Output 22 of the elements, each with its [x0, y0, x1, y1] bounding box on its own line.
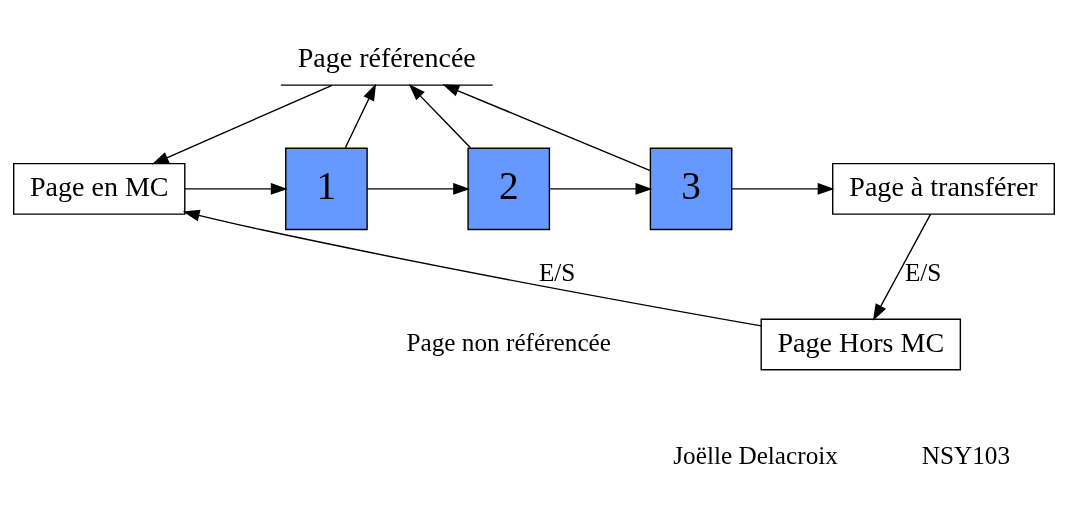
edge-label: E/S [538, 258, 576, 286]
label: Page non référencée [406, 328, 612, 356]
edge-label: E/S [904, 258, 942, 286]
node-text: Page référencée [297, 41, 476, 73]
arrow [408, 84, 472, 149]
arrow [182, 209, 762, 327]
arrow [184, 183, 288, 195]
arrow [344, 83, 377, 149]
arrow [549, 183, 653, 195]
arrow [151, 84, 333, 165]
node-box: Page Hors MC [760, 318, 962, 371]
arrow [442, 84, 651, 172]
label: Joëlle Delacroix [673, 442, 838, 470]
node-box: 3 [649, 147, 733, 231]
arrow [872, 213, 932, 321]
arrow [366, 183, 470, 195]
arrow [731, 183, 835, 195]
node-box: Page en MC [13, 162, 186, 215]
label: NSY103 [921, 442, 1011, 470]
node-box: 1 [285, 147, 368, 231]
node-box: 2 [467, 147, 551, 231]
node-box: Page à transférer [832, 162, 1055, 215]
